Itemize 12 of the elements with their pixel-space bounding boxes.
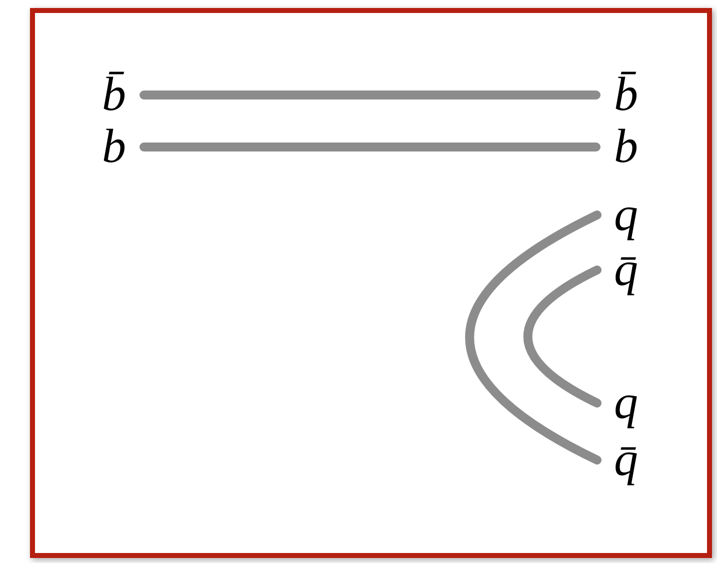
quark-label: q̄: [600, 435, 652, 485]
quark-label: q: [600, 378, 652, 428]
quark-label: q̄: [600, 245, 652, 295]
quark-label: b̄: [88, 70, 140, 120]
quark-label: b̄: [600, 70, 652, 120]
quark-label: q: [600, 190, 652, 240]
quark-line: [140, 90, 600, 100]
quark-line: [465, 210, 602, 464]
quark-label: b: [600, 122, 652, 172]
quark-line: [523, 266, 602, 408]
quark-line: [140, 142, 600, 152]
quark-label: b: [88, 122, 140, 172]
